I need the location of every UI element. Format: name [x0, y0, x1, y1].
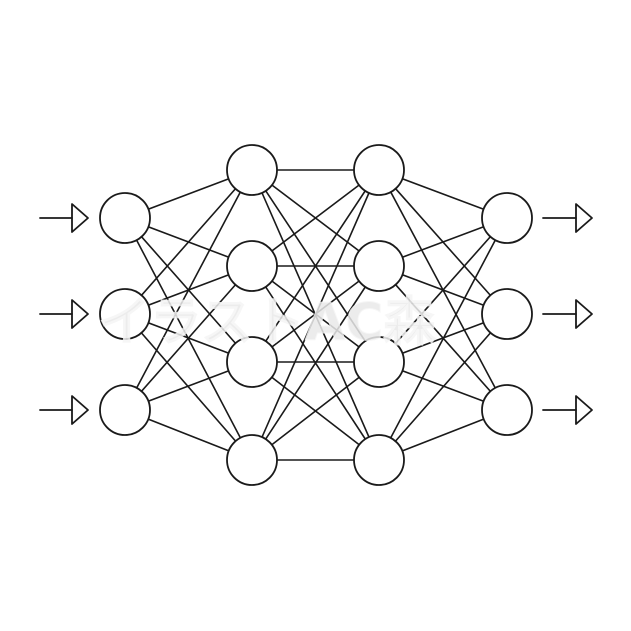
input-arrow-1 — [39, 203, 89, 233]
edge-input-3-to-hidden-1-2 — [124, 265, 253, 411]
edge-hidden-2-3-to-output-1 — [378, 217, 508, 363]
output-arrow-2 — [542, 299, 593, 329]
edge-hidden-1-2-to-hidden-2-1 — [251, 169, 380, 267]
node-hidden-1-2 — [226, 240, 278, 292]
node-output-3 — [481, 384, 533, 436]
node-hidden-1-1 — [226, 144, 278, 196]
node-hidden-1-4 — [226, 434, 278, 486]
node-input-1 — [99, 192, 151, 244]
output-arrow-1 — [542, 203, 593, 233]
input-arrow-3 — [39, 395, 89, 425]
edge-hidden-1-4-to-hidden-2-3 — [251, 361, 380, 461]
node-input-2 — [99, 288, 151, 340]
edge-hidden-1-4-to-hidden-2-2 — [251, 265, 380, 461]
edge-input-3-to-hidden-1-1 — [124, 169, 253, 411]
output-arrow-3 — [542, 395, 593, 425]
neurons — [99, 144, 533, 486]
io-arrows — [39, 203, 593, 425]
edge-hidden-2-4-to-output-2 — [378, 313, 508, 461]
edge-input-2-to-hidden-1-4 — [124, 313, 253, 461]
node-output-2 — [481, 288, 533, 340]
node-hidden-2-3 — [353, 336, 405, 388]
watermark: イラストAC森 — [98, 293, 436, 353]
node-hidden-2-4 — [353, 434, 405, 486]
node-hidden-2-1 — [353, 144, 405, 196]
edge-hidden-1-4-to-hidden-2-1 — [251, 169, 380, 461]
node-hidden-2-2 — [353, 240, 405, 292]
node-output-1 — [481, 192, 533, 244]
input-arrow-2 — [39, 299, 89, 329]
edge-input-2-to-hidden-1-1 — [124, 169, 253, 315]
node-input-3 — [99, 384, 151, 436]
edge-hidden-1-3-to-hidden-2-1 — [251, 169, 380, 363]
node-hidden-1-3 — [226, 336, 278, 388]
edge-hidden-2-4-to-output-1 — [378, 217, 508, 461]
